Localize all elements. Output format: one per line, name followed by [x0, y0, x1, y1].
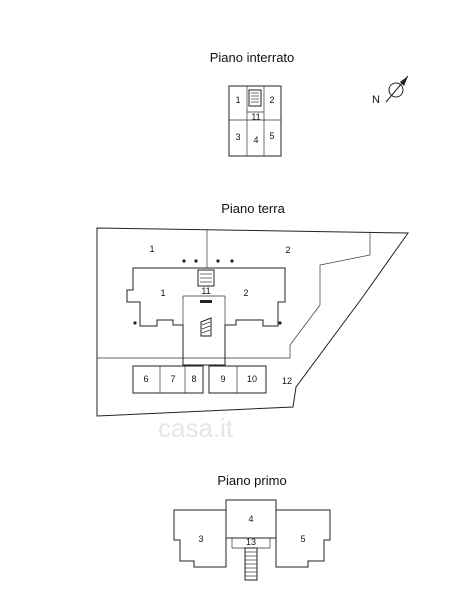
garage-7: 7 — [170, 374, 175, 384]
garage-10: 10 — [247, 374, 257, 384]
basement-title: Piano interrato — [210, 50, 295, 65]
basement-unit-5: 5 — [269, 131, 274, 141]
ground-garden-2: 2 — [285, 245, 290, 255]
first-unit-5: 5 — [300, 534, 305, 544]
north-label: N — [372, 94, 380, 106]
watermark: casa.it — [158, 413, 234, 443]
ground-unit-1: 1 — [160, 288, 165, 298]
basement-plan — [228, 85, 282, 157]
basement-unit-4: 4 — [253, 135, 258, 145]
ground-garden-1: 1 — [149, 244, 154, 254]
ground-area-12: 12 — [282, 376, 292, 386]
first-plan — [173, 499, 331, 581]
first-title: Piano primo — [217, 473, 286, 488]
ground-unit-2: 2 — [243, 288, 248, 298]
ground-title: Piano terra — [221, 201, 285, 216]
garage-6: 6 — [143, 374, 148, 384]
first-unit-3: 3 — [198, 534, 203, 544]
first-unit-4: 4 — [248, 514, 253, 524]
garage-8: 8 — [191, 374, 196, 384]
ground-unit-11: 11 — [201, 286, 210, 296]
basement-unit-1: 1 — [235, 95, 240, 105]
first-unit-13: 13 — [246, 537, 256, 547]
basement-unit-3: 3 — [235, 132, 240, 142]
ground-plan — [96, 227, 409, 417]
basement-unit-11: 11 — [251, 112, 260, 122]
garage-9: 9 — [220, 374, 225, 384]
basement-unit-2: 2 — [269, 95, 274, 105]
north-arrow-icon — [385, 75, 409, 103]
